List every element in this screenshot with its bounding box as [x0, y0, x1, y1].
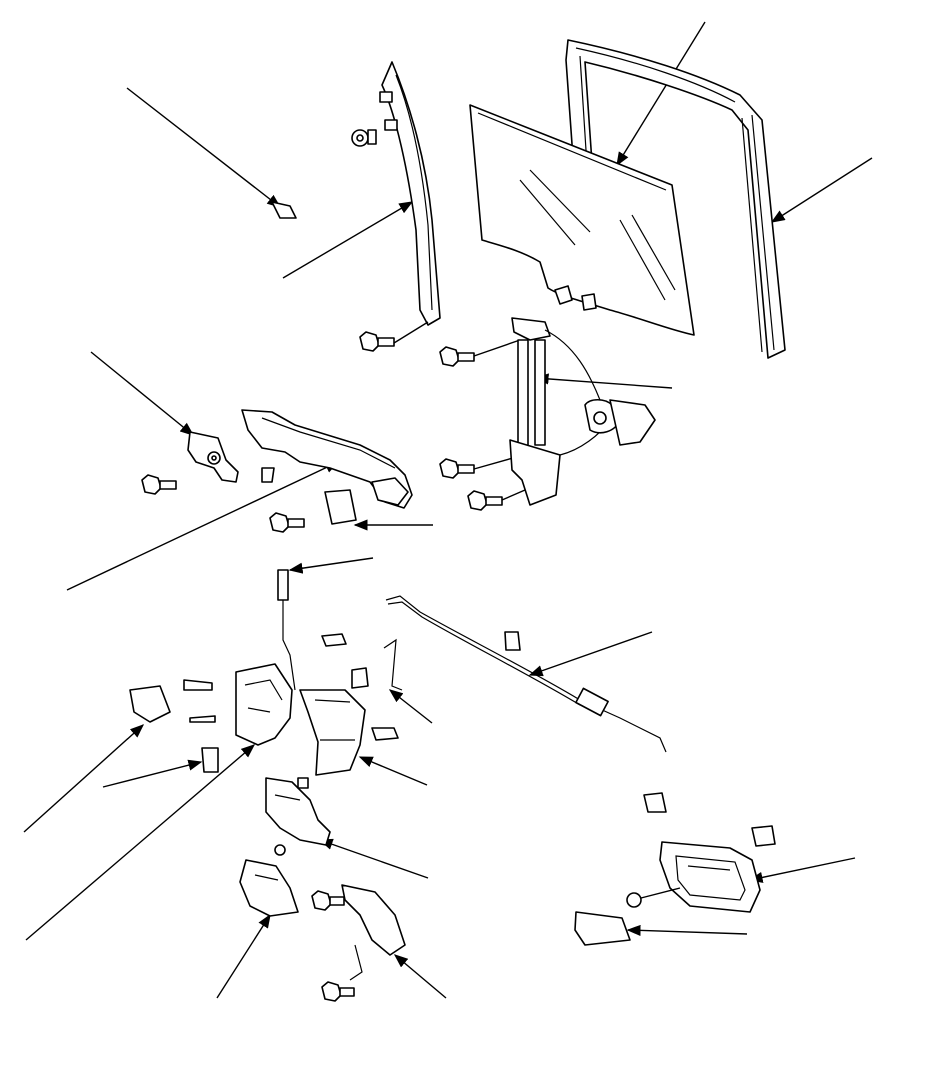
inner-handle [626, 792, 776, 913]
leader-lower-bracket [393, 954, 447, 999]
door-lock-cable [385, 595, 667, 753]
leader-lock-cable [528, 631, 653, 677]
handle-protector [187, 431, 239, 483]
window-regulator [509, 285, 656, 506]
leader-inner-handle [748, 857, 856, 883]
lock-knob [201, 747, 219, 773]
outer-handle [241, 409, 413, 509]
leader-cylinder-rod [288, 557, 374, 574]
leader-run-channel [770, 157, 873, 223]
lower-bracket [341, 884, 406, 981]
leader-rod-clip [388, 689, 433, 724]
leader-glass-clip [126, 87, 282, 208]
glass-clip [271, 201, 297, 219]
handle-clip [324, 489, 357, 525]
key-cylinder-rod [277, 569, 296, 691]
bolts [141, 321, 526, 1002]
leader-lock-actuator [318, 838, 429, 879]
window-glass [469, 104, 695, 336]
rod-clip [351, 667, 369, 689]
leader-window-glass [616, 21, 706, 167]
lock-rod [383, 638, 403, 691]
leader-latch-bracket [23, 724, 145, 833]
leader-outer-handle [66, 461, 340, 591]
inner-handle-cover [574, 911, 631, 946]
leader-center-sash [282, 201, 414, 279]
leader-lock-knob [102, 759, 203, 788]
door-latch [129, 663, 293, 746]
leader-handle-protector [90, 351, 195, 436]
leader-door-latch [25, 744, 256, 941]
latch-cover [299, 689, 366, 776]
glass-clip-top [351, 129, 377, 147]
leader-regulator [534, 373, 673, 389]
latch-assembly [239, 844, 299, 917]
leader-latch-assembly [216, 913, 271, 999]
leader-latch-cover [358, 756, 428, 786]
rod-clip-small [321, 633, 347, 647]
screw-small [371, 727, 399, 741]
lock-actuator [265, 777, 331, 846]
leader-inner-cover [626, 924, 748, 937]
center-sash [379, 61, 441, 326]
leader-lines [23, 21, 873, 999]
